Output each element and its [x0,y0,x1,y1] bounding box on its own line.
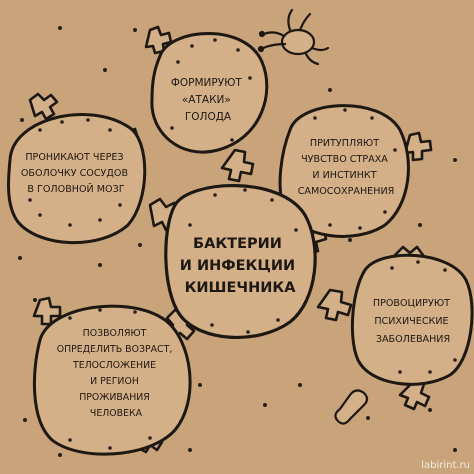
node-identify-line: ЧЕЛОВЕКА [90,408,143,419]
node-fear: ПРИТУПЛЯЮТ ЧУВСТВО СТРАХА И ИНСТИНКТ САМ… [278,104,410,238]
node-brain-blob [7,113,147,245]
node-mental-text: ПРОВОЦИРУЮТ ПСИХИЧЕСКИЕ ЗАБОЛЕВАНИЯ [373,298,453,345]
node-brain-line: ОБОЛОЧКУ СОСУДОВ [21,168,128,179]
node-mental-line: ЗАБОЛЕВАНИЯ [376,334,450,345]
node-identify-blob [33,304,192,456]
node-identify-text: ПОЗВОЛЯЮТ ОПРЕДЕЛИТЬ ВОЗРАСТ, ТЕЛОСЛОЖЕН… [57,328,176,419]
node-hunger: ФОРМИРУЮТ «АТАКИ» ГОЛОДА [150,32,269,154]
center-line: БАКТЕРИИ [193,236,282,252]
center-node-text: БАКТЕРИИ И ИНФЕКЦИИ КИШЕЧНИКА [180,236,300,296]
node-brain-text: ПРОНИКАЮТ ЧЕРЕЗ ОБОЛОЧКУ СОСУДОВ В ГОЛОВ… [21,152,131,195]
node-identify-line: ПОЗВОЛЯЮТ [83,328,147,339]
node-hunger-blob [150,32,269,154]
node-identify: ПОЗВОЛЯЮТ ОПРЕДЕЛИТЬ ВОЗРАСТ, ТЕЛОСЛОЖЕН… [33,304,192,456]
node-mental: ПРОВОЦИРУЮТ ПСИХИЧЕСКИЕ ЗАБОЛЕВАНИЯ [350,253,474,386]
bone-connector-icon [28,25,433,454]
node-brain-line: В ГОЛОВНОЙ МОЗГ [27,182,124,195]
node-hunger-line: ГОЛОДА [185,111,232,123]
node-brain-line: ПРОНИКАЮТ ЧЕРЕЗ [25,152,123,163]
center-node: БАКТЕРИИ И ИНФЕКЦИИ КИШЕЧНИКА [164,184,317,339]
center-line: КИШЕЧНИКА [185,280,297,296]
node-fear-line: ЧУВСТВО СТРАХА [301,154,388,165]
node-identify-line: ОПРЕДЕЛИТЬ ВОЗРАСТ, [57,344,173,355]
node-mental-line: ПРОВОЦИРУЮТ [373,298,450,309]
node-hunger-text: ФОРМИРУЮТ «АТАКИ» ГОЛОДА [171,77,245,123]
center-line: И ИНФЕКЦИИ [180,258,295,274]
node-mental-blob [350,253,474,386]
node-identify-line: ПРОЖИВАНИЯ [79,392,150,403]
node-fear-line: ПРИТУПЛЯЮТ [310,138,379,149]
bacterium-doodle-icon [257,8,330,66]
node-identify-line: ТЕЛОСЛОЖЕНИЕ [72,360,156,371]
watermark: labirint.ru [421,460,470,471]
node-fear-line: И ИНСТИНКТ [312,170,376,181]
node-mental-line: ПСИХИЧЕСКИЕ [374,316,448,327]
node-hunger-line: ФОРМИРУЮТ [171,77,243,89]
node-brain: ПРОНИКАЮТ ЧЕРЕЗ ОБОЛОЧКУ СОСУДОВ В ГОЛОВ… [7,113,147,245]
bone-doodle-icon [334,389,369,425]
center-node-blob [164,184,317,339]
node-fear-text: ПРИТУПЛЯЮТ ЧУВСТВО СТРАХА И ИНСТИНКТ САМ… [298,138,395,197]
node-hunger-line: «АТАКИ» [182,94,231,106]
node-identify-line: И РЕГИОН [90,376,139,387]
node-fear-line: САМОСОХРАНЕНИЯ [298,186,395,197]
